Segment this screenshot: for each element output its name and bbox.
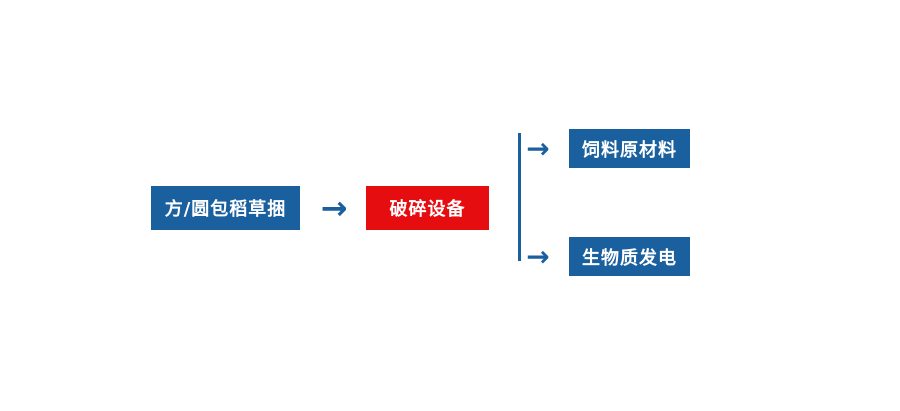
node-crusher-equipment: 破碎设备	[366, 186, 489, 230]
branch-connector-line	[518, 133, 521, 261]
node-feed-raw-material-label: 饲料原材料	[582, 139, 677, 161]
node-biomass-power: 生物质发电	[569, 237, 690, 276]
node-straw-bale: 方/圆包稻草捆	[151, 186, 300, 230]
arrow-right-icon: →	[320, 189, 348, 227]
node-biomass-power-label: 生物质发电	[582, 247, 677, 269]
node-straw-bale-label: 方/圆包稻草捆	[164, 199, 287, 220]
node-crusher-equipment-label: 破碎设备	[389, 199, 466, 220]
node-feed-raw-material: 饲料原材料	[569, 129, 690, 168]
branch-arrow-top-icon: →	[526, 132, 550, 165]
branch-arrow-bottom-icon: →	[526, 240, 550, 273]
